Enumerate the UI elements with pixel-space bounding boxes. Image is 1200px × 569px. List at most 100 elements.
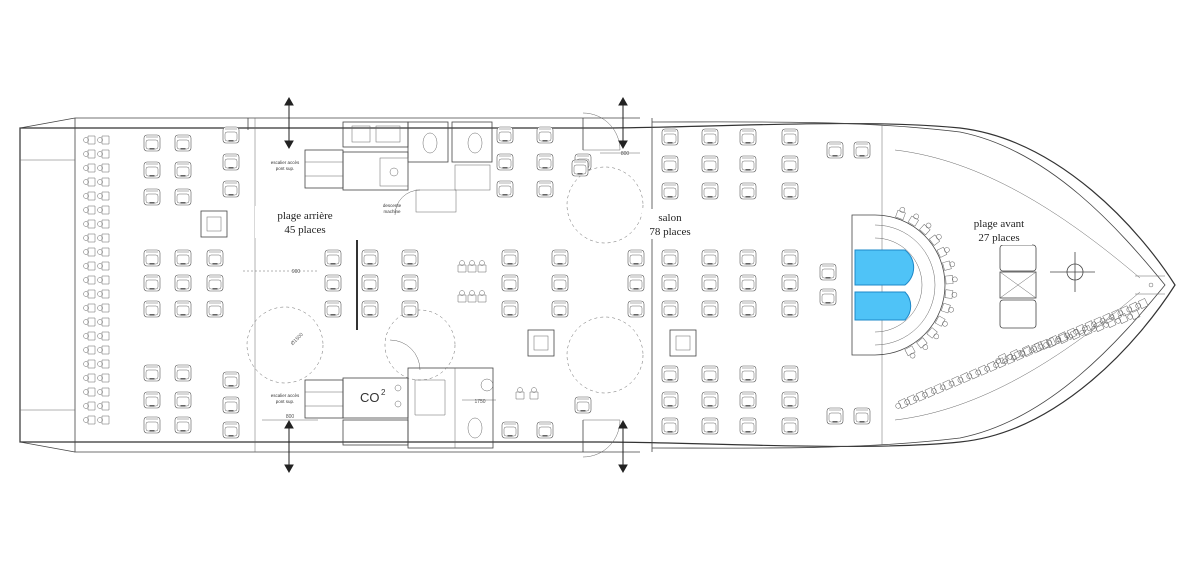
bench-seat <box>1125 309 1141 322</box>
bench-seat <box>895 205 908 220</box>
bench-seat <box>83 331 96 341</box>
seat <box>551 300 569 318</box>
rear-zone-name: plage arrière <box>277 210 332 222</box>
bench-seat <box>477 290 487 303</box>
seat <box>739 417 757 435</box>
zone-label-rear: plage arrière 45 places <box>255 206 355 238</box>
bench-seat <box>83 205 96 215</box>
seat <box>324 274 342 292</box>
bench-seat <box>97 219 110 229</box>
seat <box>819 263 837 281</box>
bench-seat <box>97 373 110 383</box>
seat <box>739 128 757 146</box>
seat <box>174 416 192 434</box>
seat <box>143 249 161 267</box>
bench-seat <box>83 387 96 397</box>
seat <box>222 371 240 389</box>
bench-seat <box>477 260 487 273</box>
bench-seat <box>83 289 96 299</box>
bench-seat <box>944 289 958 300</box>
seat <box>627 300 645 318</box>
bench-seat <box>97 331 110 341</box>
seat <box>781 249 799 267</box>
bench-seat <box>457 260 467 273</box>
bench-seat <box>1017 345 1033 358</box>
bench-seat <box>457 290 467 303</box>
bench-seat <box>83 415 96 425</box>
seat <box>701 417 719 435</box>
bench-seat <box>83 149 96 159</box>
stairs-bottom-label-2: pont sup. <box>276 399 295 404</box>
seat <box>571 159 589 177</box>
seat <box>661 300 679 318</box>
seat <box>143 274 161 292</box>
seat <box>739 391 757 409</box>
bench-seat <box>97 149 110 159</box>
seats <box>143 126 871 439</box>
zone-label-salon: salon 78 places <box>642 209 698 239</box>
seat <box>853 407 871 425</box>
seat <box>401 300 419 318</box>
dim-door-wc: 1750 <box>474 399 485 405</box>
seat <box>701 128 719 146</box>
bench-seat <box>97 317 110 327</box>
seat <box>661 249 679 267</box>
stairs-bottom-label-1: escalier accès <box>271 393 300 398</box>
seat <box>701 182 719 200</box>
seat <box>781 182 799 200</box>
bench-seat <box>97 345 110 355</box>
seat <box>143 161 161 179</box>
bench-seat <box>83 261 96 271</box>
front-zone-capacity: 27 places <box>978 232 1019 244</box>
seat <box>496 153 514 171</box>
dim-door-top: 800 <box>621 151 630 157</box>
dim-aisle-rear: 900 <box>292 269 301 275</box>
seat <box>819 288 837 306</box>
bench-seat <box>97 275 110 285</box>
bench-seat <box>467 290 477 303</box>
seat <box>661 274 679 292</box>
bench-seat <box>97 261 110 271</box>
bench-seat <box>1053 333 1069 346</box>
seat <box>361 274 379 292</box>
seat <box>143 134 161 152</box>
seat <box>324 300 342 318</box>
bench-seat <box>97 387 110 397</box>
bench-seat <box>97 303 110 313</box>
door-arrows <box>284 96 628 474</box>
seat <box>627 249 645 267</box>
seat <box>853 141 871 159</box>
salon-zone-capacity: 78 places <box>649 226 690 238</box>
seat <box>501 274 519 292</box>
seat <box>536 153 554 171</box>
seat <box>661 391 679 409</box>
seat <box>701 365 719 383</box>
stairs-top-label-2: pont sup. <box>276 166 295 171</box>
bench-seat <box>467 260 477 273</box>
rear-zone-capacity: 45 places <box>284 224 325 236</box>
seat <box>496 126 514 144</box>
hull-outline <box>19 117 1176 453</box>
zone-label-front: plage avant 27 places <box>966 215 1032 245</box>
highlight-benches <box>854 249 915 321</box>
seat <box>143 364 161 382</box>
salon-zone-name: salon <box>658 212 682 224</box>
bench-seat <box>945 275 958 285</box>
bench-seat <box>97 359 110 369</box>
seat <box>781 391 799 409</box>
bulkheads <box>247 118 584 452</box>
seat <box>496 180 514 198</box>
front-zone-name: plage avant <box>974 218 1024 230</box>
seat <box>174 274 192 292</box>
bench-seat <box>529 387 539 400</box>
bench-seat <box>97 289 110 299</box>
seat <box>174 249 192 267</box>
bench-seat <box>97 163 110 173</box>
bench-seat <box>83 135 96 145</box>
seat <box>739 365 757 383</box>
bench-seat <box>1029 341 1045 354</box>
seat <box>781 274 799 292</box>
seat <box>222 396 240 414</box>
stairs-top-label-1: escalier accès <box>271 160 300 165</box>
